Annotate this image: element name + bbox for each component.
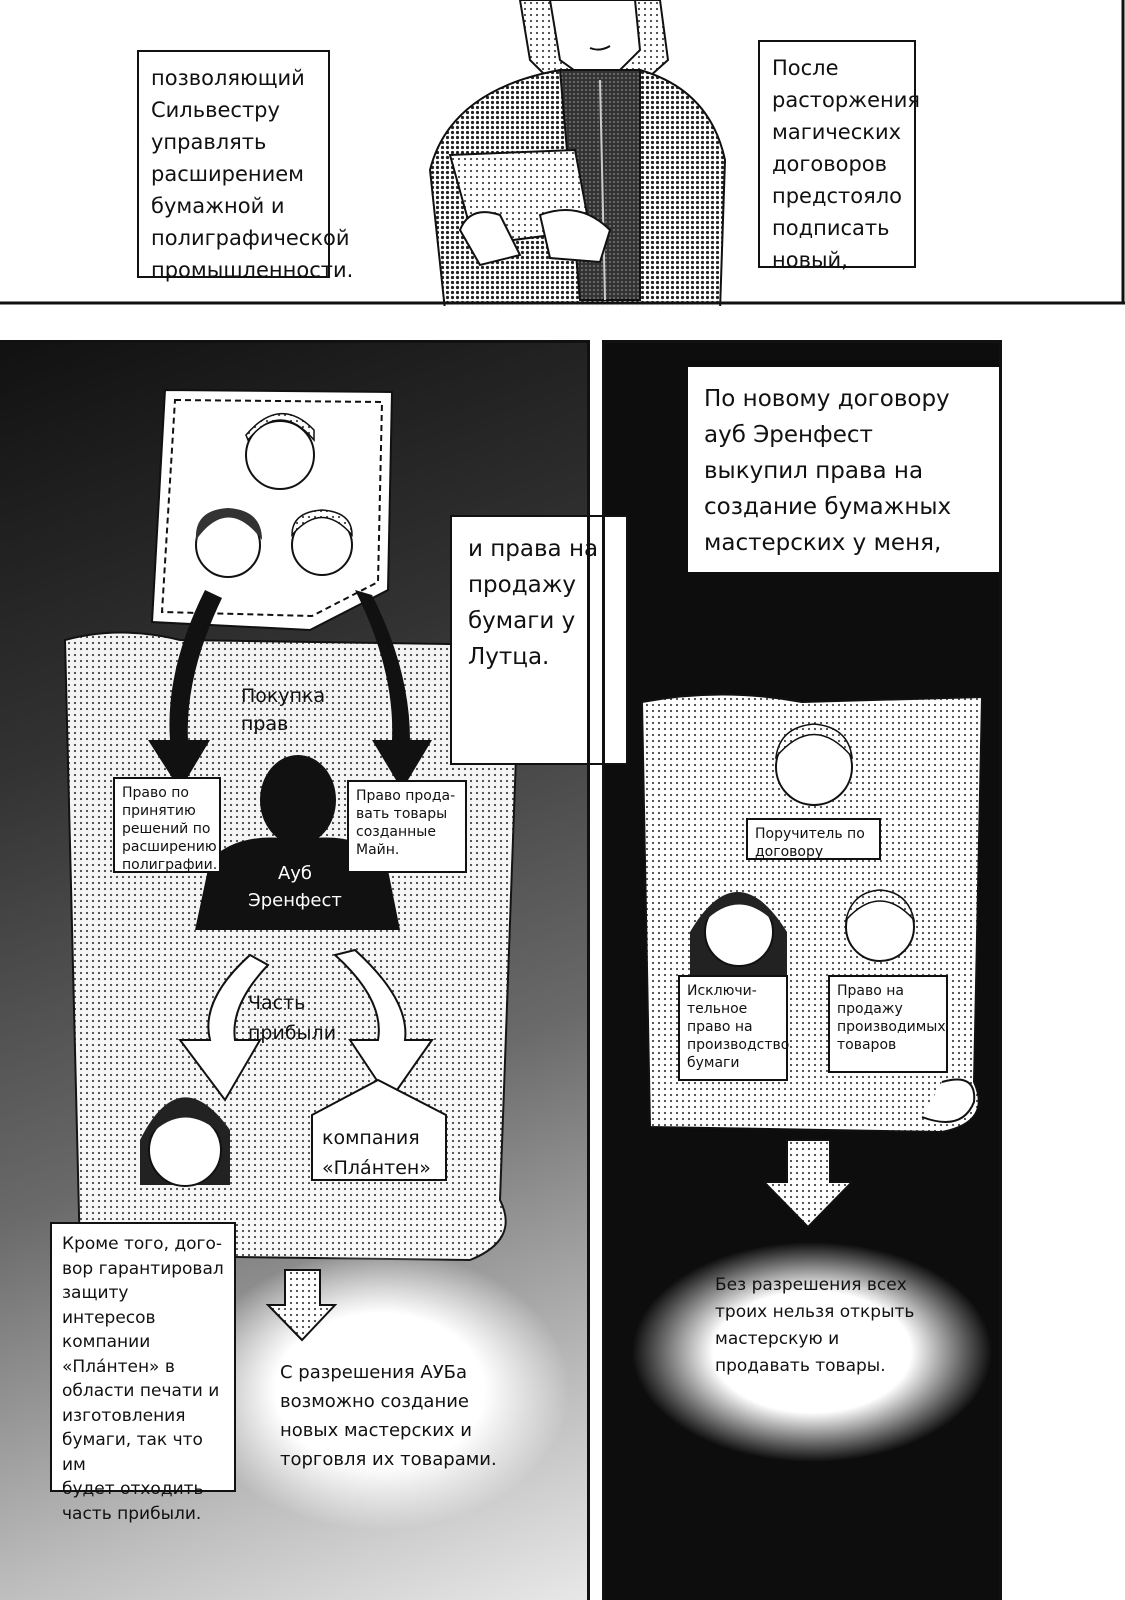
arrow-down-left-icon — [148, 590, 222, 790]
decision-right-card: Право по принятию решений по расширению … — [113, 777, 221, 873]
myne-portrait-icon — [140, 1097, 230, 1187]
arrow-profit-left-icon — [178, 953, 270, 1102]
caption-new-contract: После расторжения магических договоров п… — [758, 40, 920, 272]
caption-sylvester-rights: позволяющий Сильвестру управлять расшире… — [137, 50, 353, 282]
caption-lutz-rights: и права на продажу бумаги у Лутца. — [450, 515, 628, 765]
myne-holding-sign-icon — [690, 892, 787, 982]
company-house-icon — [311, 1078, 447, 1181]
caption-aub-permission: С разрешения АУБа возможно создание новы… — [280, 1362, 497, 1470]
caption-three-permission: Без разрешения всех троих нельзя открыть… — [715, 1275, 915, 1376]
caption-plantin-protection: Кроме того, дого- вор гарантировал защит… — [50, 1222, 236, 1524]
arrow-down-right-icon — [355, 590, 432, 790]
arrow-down-right-bottom-icon — [761, 1139, 855, 1229]
reading-man-illustration — [0, 0, 1125, 306]
exclusive-paper-right-card: Исключи- тельное право на производство б… — [678, 975, 789, 1081]
myne-face-icon — [195, 508, 262, 578]
guarantor-sylvester-icon — [774, 723, 854, 806]
lutz-face-icon — [291, 509, 353, 576]
arrow-down-bottom-icon — [265, 1269, 338, 1342]
caption-new-contract-rights: По новому договору ауб Эренфест выкупил … — [688, 367, 1000, 572]
company-plantin-label: компания «Пла́нтен» — [322, 1127, 431, 1179]
top-panel: позволяющий Сильвестру управлять расшире… — [0, 0, 1125, 306]
arrow-profit-right-icon — [332, 948, 434, 1102]
guarantor-card: Поручитель по договору — [746, 818, 881, 860]
sell-products-right-card: Право на продажу производимых товаров — [828, 975, 948, 1073]
lutz-holding-sign-icon — [844, 889, 916, 962]
aub-ehrenfest-label: Ауб Эренфест — [248, 863, 342, 911]
sell-goods-right-card: Право прода- вать товары созданные Майн. — [347, 780, 467, 873]
sylvester-face-icon — [245, 413, 315, 490]
purchase-rights-label: Покупка прав — [241, 685, 326, 735]
profit-share-label: Часть прибыли — [248, 992, 337, 1044]
